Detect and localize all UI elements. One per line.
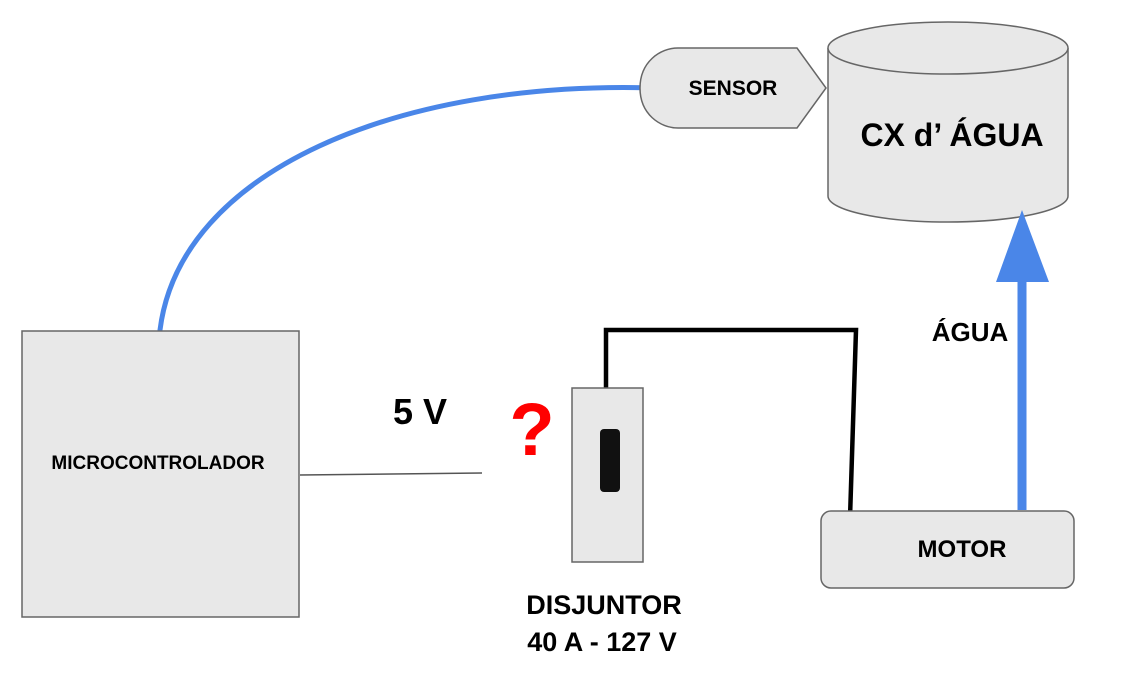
microcontroller-label: MICROCONTROLADOR — [51, 453, 264, 474]
breaker-label-line2: 40 A - 127 V — [527, 627, 677, 657]
voltage-label: 5 V — [393, 391, 447, 432]
sensor-shape — [639, 47, 827, 129]
sensor-label: SENSOR — [689, 77, 778, 100]
breaker-label-line1: DISJUNTOR — [526, 590, 682, 620]
power-wire — [603, 327, 859, 519]
motor-label: MOTOR — [918, 536, 1007, 563]
water-tank-label: CX d’ ÁGUA — [860, 117, 1043, 153]
breaker-switch — [600, 429, 620, 492]
microcontroller-box — [21, 330, 300, 618]
water-flow-arrow-head — [996, 210, 1049, 282]
question-mark: ? — [509, 388, 554, 471]
water-tank — [827, 21, 1069, 223]
control-wire — [299, 472, 483, 476]
water-flow-label: ÁGUA — [932, 317, 1009, 347]
motor-box — [820, 510, 1075, 589]
sensor-signal-wire — [157, 85, 658, 333]
